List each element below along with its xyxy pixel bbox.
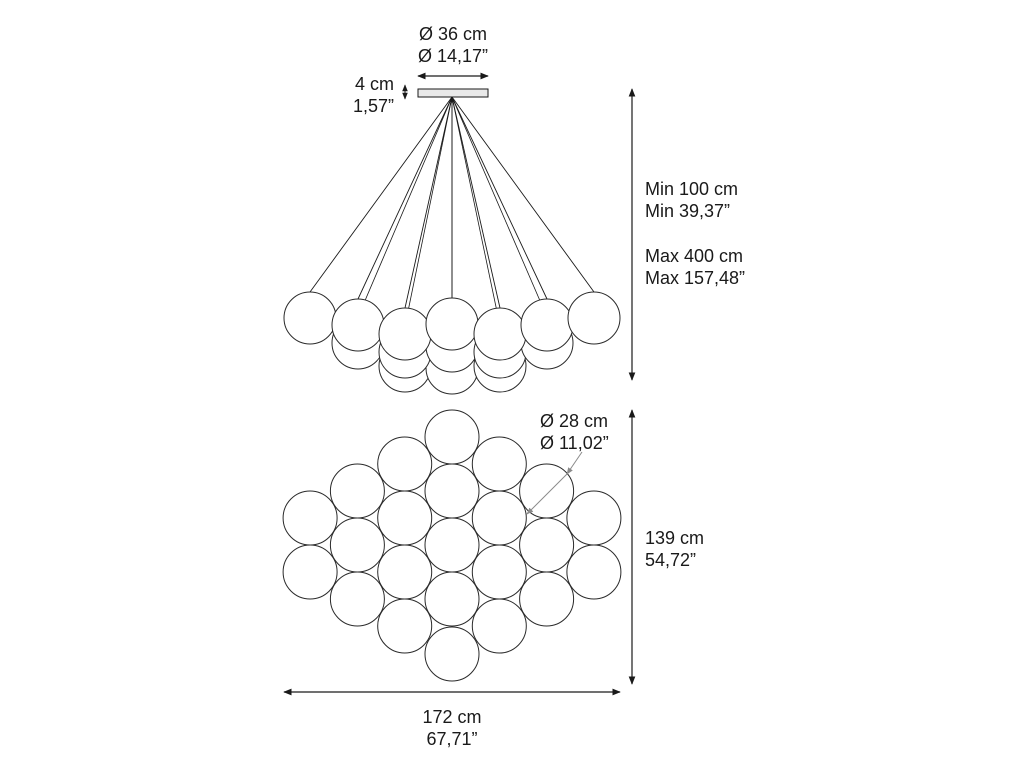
depth-in: 54,72” <box>645 550 697 570</box>
sphere <box>473 307 527 361</box>
sphere-diameter-label: Ø 28 cm Ø 11,02” <box>540 410 609 454</box>
sphere-top <box>424 571 480 627</box>
sphere-top <box>424 517 480 573</box>
drop-max-in: Max 157,48” <box>645 268 746 288</box>
cable <box>451 96 595 293</box>
canopy-diameter-in: Ø 14,17” <box>417 46 489 66</box>
sphere-top <box>471 544 527 600</box>
sphere-diameter-line <box>526 473 568 515</box>
canopy <box>417 88 489 98</box>
sphere-top <box>566 490 622 546</box>
suspension-cables <box>309 96 595 327</box>
sphere-top <box>519 463 575 519</box>
cable <box>451 96 501 309</box>
sphere-top <box>377 544 433 600</box>
cable <box>404 96 453 327</box>
drop-max-cm: Max 400 cm <box>645 246 744 266</box>
cable <box>357 96 453 300</box>
sphere-top <box>471 436 527 492</box>
sphere-top <box>424 409 480 465</box>
cable <box>451 96 548 318</box>
sphere-top <box>471 490 527 546</box>
width-cm: 172 cm <box>422 707 482 727</box>
front-spheres <box>283 291 621 361</box>
drop-max-label: Max 400 cm Max 157,48” <box>645 245 745 289</box>
sphere-top <box>519 517 575 573</box>
canopy-height-in: 1,57” <box>352 96 394 116</box>
depth-cm: 139 cm <box>645 528 705 548</box>
cable <box>357 96 453 318</box>
sphere <box>520 298 574 352</box>
sphere-diameter-cm: Ø 28 cm <box>540 411 609 431</box>
sphere-top <box>424 463 480 519</box>
canopy-height-cm: 4 cm <box>354 74 394 94</box>
sphere <box>567 291 621 345</box>
sphere-diameter-in: Ø 11,02” <box>540 433 609 453</box>
sphere <box>331 298 385 352</box>
cable <box>451 96 501 327</box>
sphere-top <box>377 436 433 492</box>
drop-min-label: Min 100 cm Min 39,37” <box>645 178 738 222</box>
top-view-spheres <box>282 409 622 682</box>
depth-label: 139 cm 54,72” <box>645 527 704 571</box>
sphere-top <box>329 463 385 519</box>
top-view <box>282 409 636 696</box>
sphere-top <box>377 490 433 546</box>
sphere-diameter-leader <box>566 451 583 475</box>
sphere <box>283 291 337 345</box>
sphere-top <box>282 490 338 546</box>
drop-min-cm: Min 100 cm <box>645 179 739 199</box>
width-in: 67,71” <box>426 729 478 749</box>
sphere-top <box>329 571 385 627</box>
sphere-top <box>424 626 480 682</box>
cable <box>404 96 453 309</box>
cable <box>451 96 548 300</box>
sphere-top <box>519 571 575 627</box>
sphere-top <box>377 598 433 654</box>
sphere <box>425 297 479 351</box>
cable <box>309 96 453 293</box>
sphere-top <box>471 598 527 654</box>
sphere-top <box>282 544 338 600</box>
sphere <box>378 307 432 361</box>
side-view <box>283 72 636 395</box>
canopy-diameter-cm: Ø 36 cm <box>418 24 488 44</box>
canopy-height-label: 4 cm 1,57” <box>318 73 394 117</box>
sphere-top <box>566 544 622 600</box>
sphere-top <box>329 517 385 573</box>
drop-min-in: Min 39,37” <box>645 201 731 221</box>
canopy-diameter-label: Ø 36 cm Ø 14,17” <box>393 23 513 67</box>
width-label: 172 cm 67,71” <box>392 706 512 750</box>
